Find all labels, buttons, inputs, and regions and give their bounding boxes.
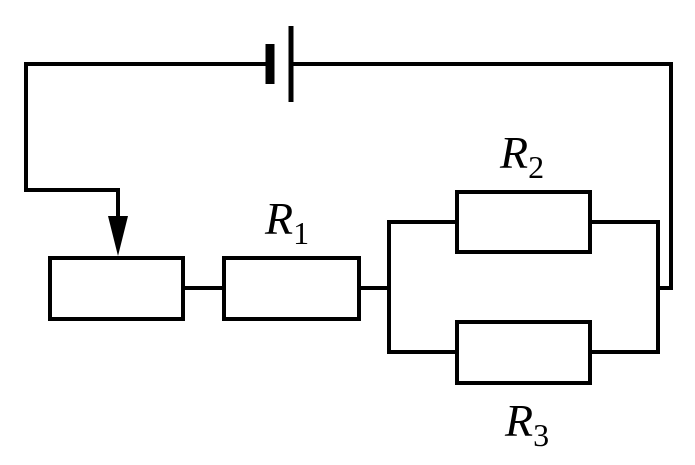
resistor-r1	[222, 256, 361, 321]
label-r3: R3	[504, 395, 549, 453]
label-r1: R1	[264, 193, 309, 251]
rheostat-slider-arrow-icon	[108, 216, 128, 256]
battery-cell-icon	[265, 26, 294, 102]
label-r2: R2	[499, 127, 544, 185]
wire-battery-left	[24, 62, 270, 220]
rheostat	[48, 256, 185, 321]
resistor-r3	[455, 320, 592, 385]
resistor-r2	[455, 190, 592, 254]
wire-battery-right	[290, 62, 673, 290]
